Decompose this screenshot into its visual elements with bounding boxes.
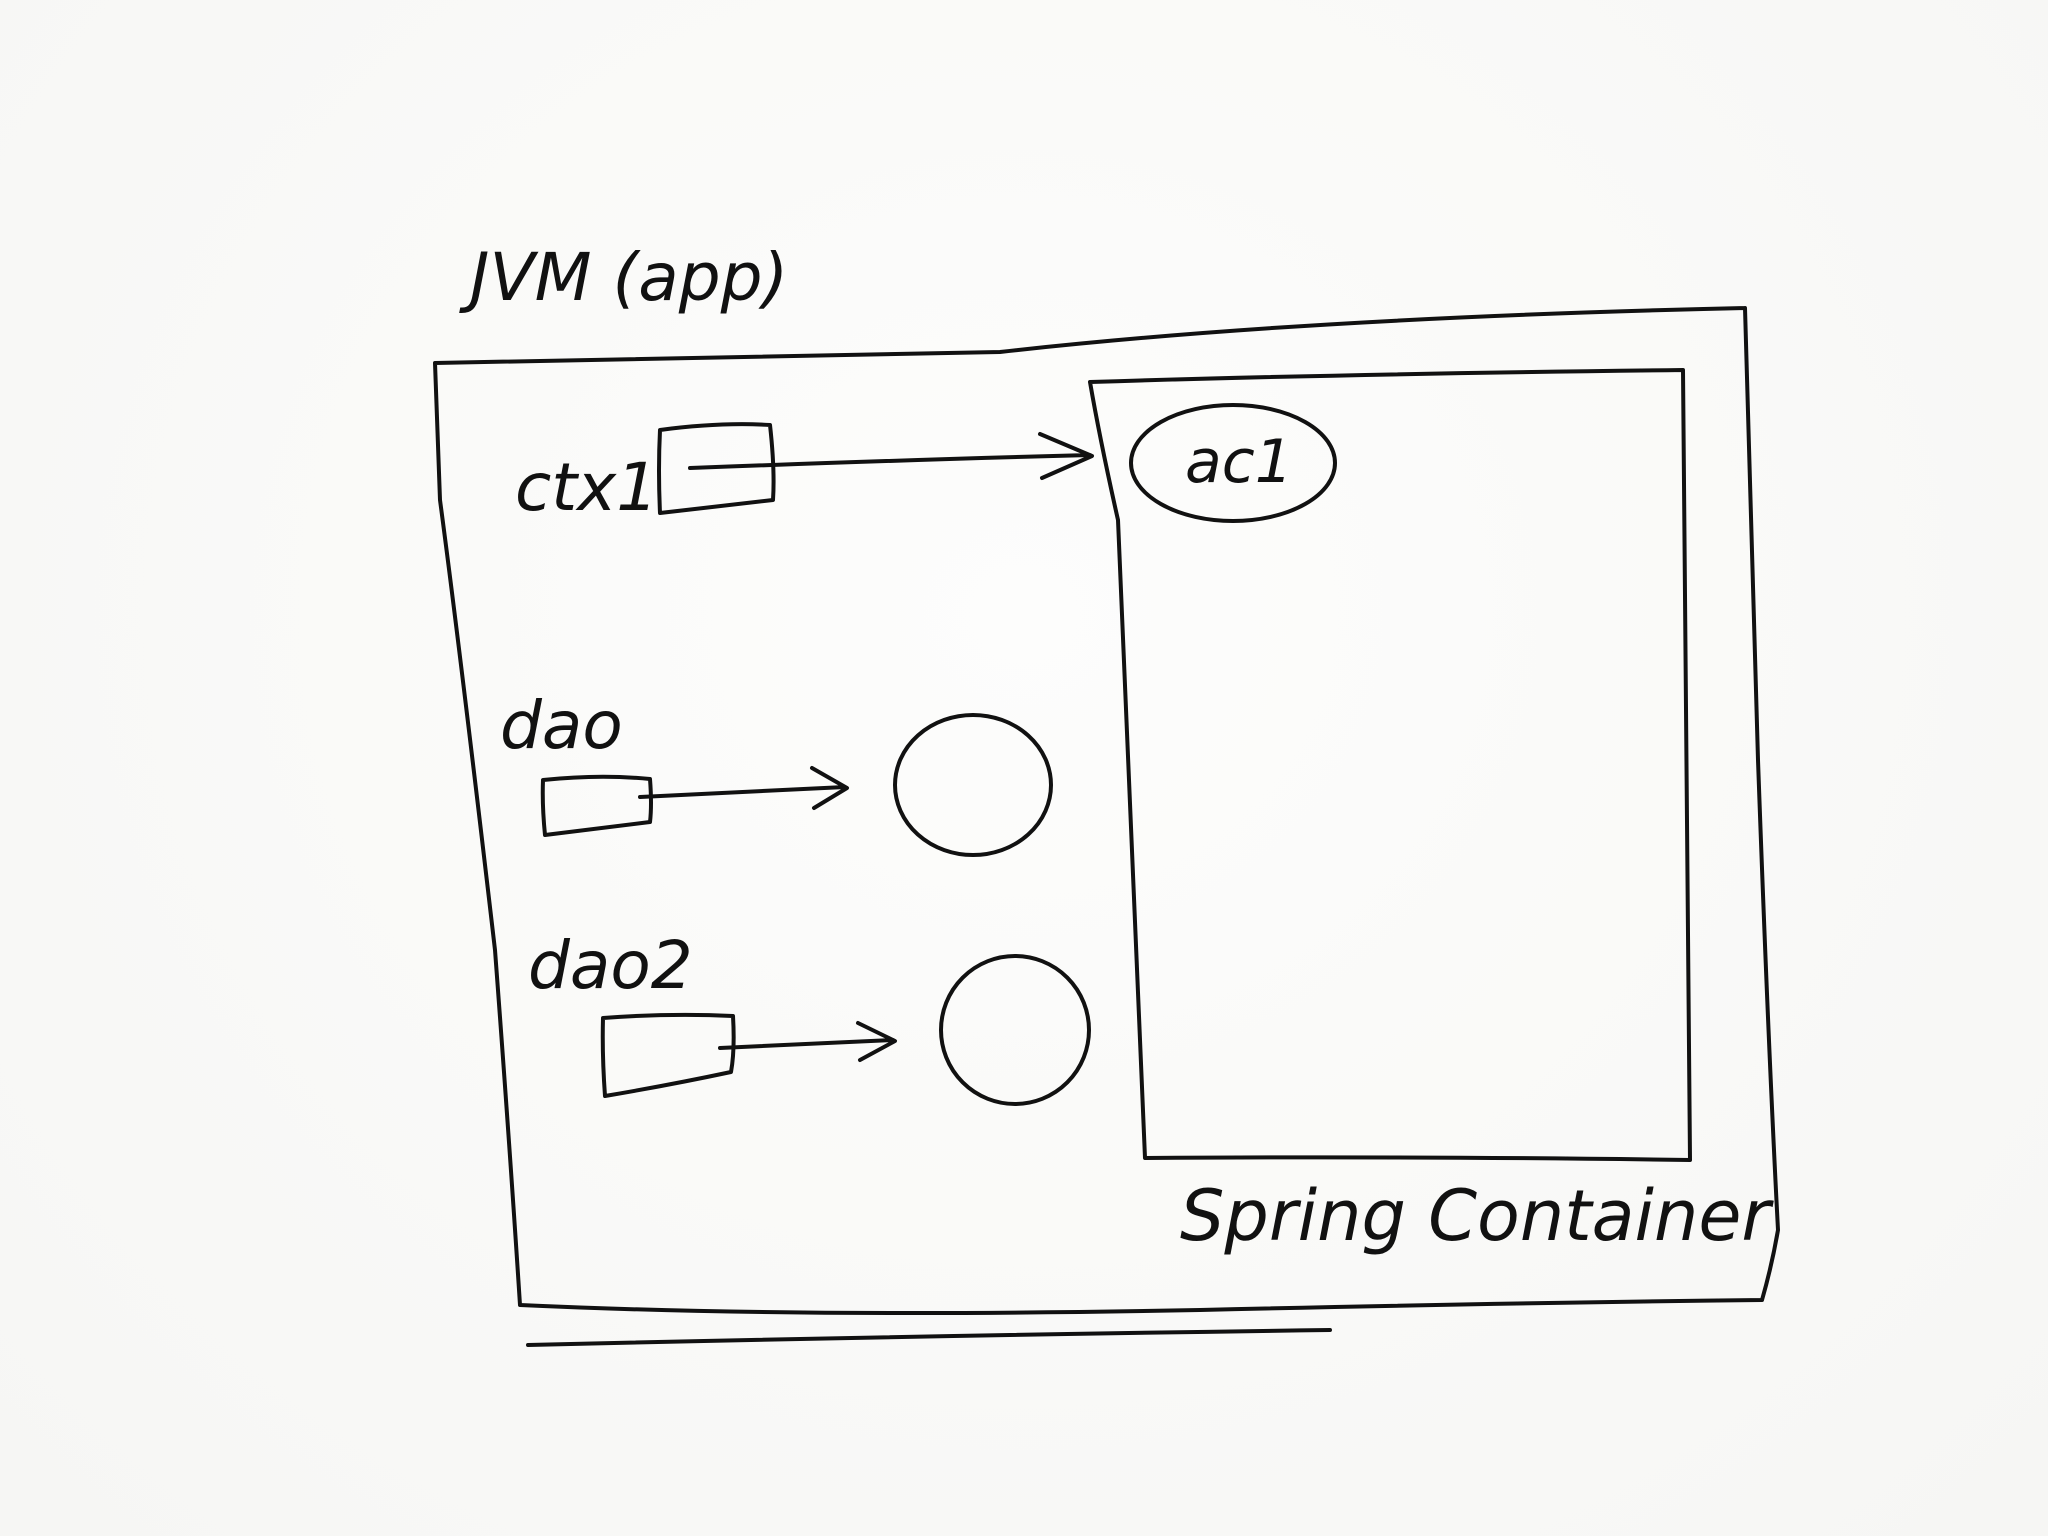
dao2-object-circle <box>939 954 1091 1106</box>
var-dao-box <box>540 774 653 837</box>
var-ctx1-label: ctx1 <box>515 449 658 526</box>
var-dao2-label: dao2 <box>528 927 693 1004</box>
var-ctx1-box <box>657 422 776 515</box>
jvm-boundary <box>433 306 1780 1347</box>
var-dao-label: dao <box>500 687 623 764</box>
bean-ac1-ellipse <box>1129 403 1337 523</box>
arrow-dao-to-object <box>638 766 849 810</box>
arrow-dao2-to-object <box>718 1021 897 1062</box>
bean-ac1-label: ac1 <box>1185 427 1293 497</box>
arrow-ctx1-to-ac1 <box>688 432 1094 480</box>
dao-object-circle <box>893 713 1053 857</box>
spring-container-label: Spring Container <box>1180 1175 1774 1257</box>
var-dao2-box <box>600 1012 736 1098</box>
spring-container-box <box>1088 368 1692 1162</box>
jvm-label: JVM (app) <box>459 239 788 316</box>
